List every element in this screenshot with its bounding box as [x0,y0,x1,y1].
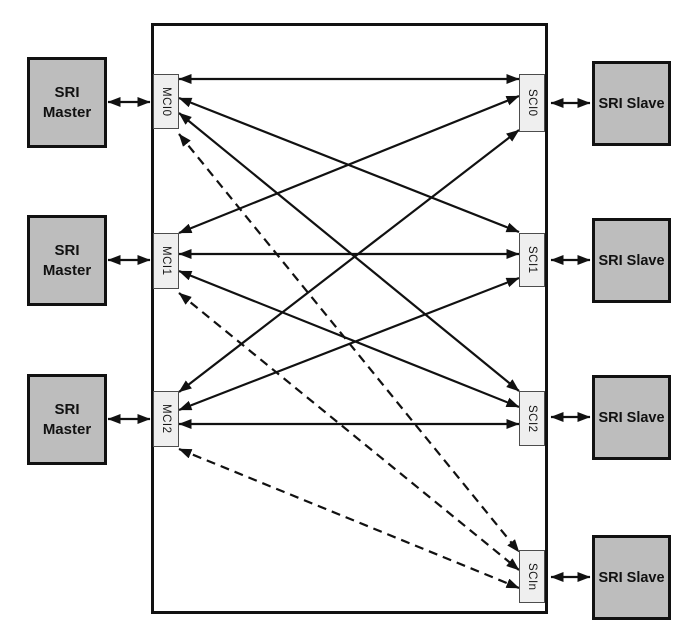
sri-master-box-0: SRI Master [27,57,107,148]
port-sci1-label: SCI1 [526,246,538,274]
port-sci2-label: SCI2 [526,404,538,433]
wire-mci0-sci2 [178,112,520,392]
sri-master-label-line1: SRI [54,83,80,101]
sri-slave-box-1: SRI Slave [592,218,671,303]
port-mci1-label: MCI1 [160,246,172,276]
sri-slave-box-0: SRI Slave [592,61,671,146]
sri-master-label-1: SRI Master [43,241,91,281]
port-mci2: MCI2 [153,391,179,447]
wire-mci2-sci1 [178,276,520,412]
sri-master-label-2: SRI Master [43,400,91,440]
sri-slave-label-1: SRI Slave [598,252,665,269]
port-sci0: SCI0 [519,74,545,132]
switch-fabric-box [151,23,548,614]
port-mci0: MCI0 [153,74,179,129]
sri-slave-label-2: SRI Slave [598,409,665,426]
port-mci0-label: MCI0 [160,86,172,117]
port-sci1: SCI1 [519,233,545,287]
port-mci2-label: MCI2 [160,404,172,434]
wire-mci1-sci2 [178,269,520,409]
sri-master-label-line2: Master [42,261,92,279]
wire-mci2-sci0 [178,129,520,393]
sri-master-label-line1: SRI [54,241,80,259]
port-sci2: SCI2 [519,391,545,446]
sri-slave-label-3: SRI Slave [598,569,665,586]
sri-slave-box-3: SRI Slave [592,535,671,620]
port-scin: SCIn [519,550,545,603]
sri-master-label-line2: Master [42,103,92,121]
sri-slave-label-0: SRI Slave [598,95,665,112]
sri-master-box-2: SRI Master [27,374,107,465]
port-mci1: MCI1 [153,233,179,289]
wire-mci2-scin [178,447,520,590]
wire-mci1-scin [178,292,520,571]
sri-master-label-0: SRI Master [43,83,91,123]
sri-master-box-1: SRI Master [27,215,107,306]
sri-slave-box-2: SRI Slave [592,375,671,460]
sri-master-label-line1: SRI [54,400,80,418]
sri-master-label-line2: Master [42,420,92,438]
port-sci0-label: SCI0 [526,89,538,117]
port-scin-label: SCIn [526,562,538,591]
